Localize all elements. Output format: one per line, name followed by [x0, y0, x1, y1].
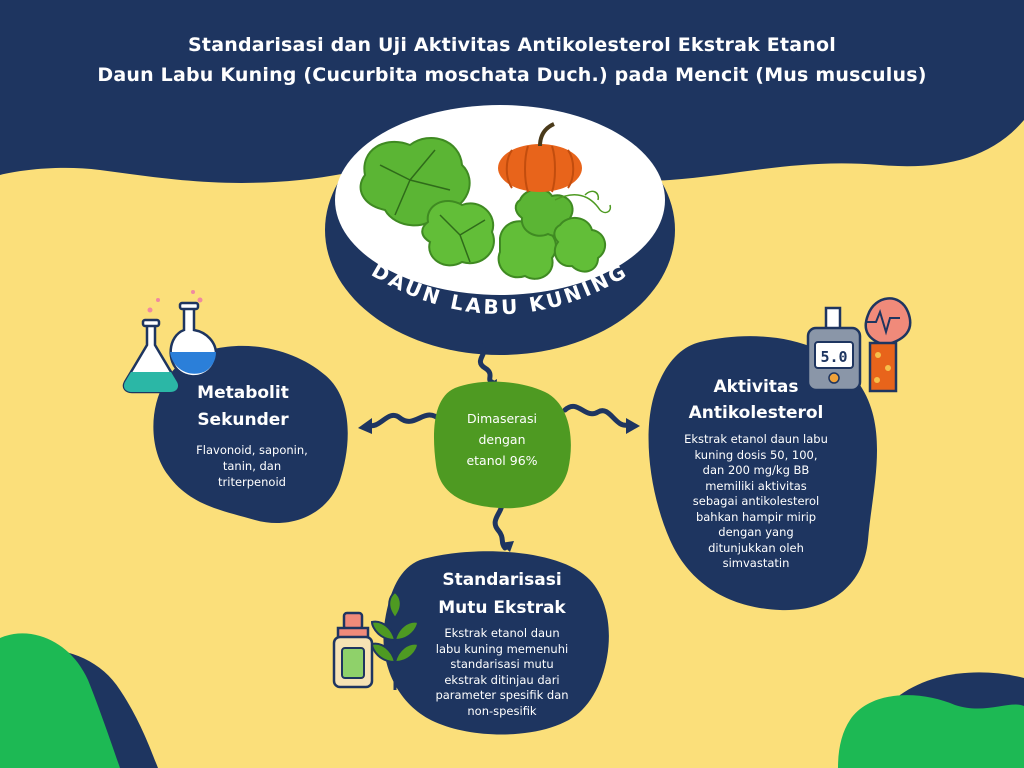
svg-text:5.0: 5.0 — [820, 348, 847, 366]
standarisasi-body-line: ekstrak ditinjau dari — [444, 672, 560, 687]
metabolit-title: Metabolit Sekunder — [168, 380, 318, 434]
metabolit-body: Flavonoid, saponin, tanin, dan triterpen… — [168, 442, 336, 490]
connector-process-to-metabolit — [365, 412, 443, 429]
aktivitas-title-line: Aktivitas — [713, 377, 799, 397]
metabolit-blob — [153, 345, 348, 524]
standarisasi-body-line: non-spesifik — [467, 703, 537, 718]
standarisasi-title: Standarisasi Mutu Ekstrak — [422, 566, 582, 622]
standarisasi-blob — [383, 551, 609, 735]
cholesterol-meter-icon: 5.0 — [806, 297, 912, 393]
flask-icon — [122, 290, 218, 394]
metabolit-body-line: tanin, dan — [222, 459, 282, 473]
connector-process-to-aktivitas — [562, 403, 631, 428]
aktivitas-title: Aktivitas Antikolesterol — [672, 374, 840, 426]
process-blob — [433, 381, 571, 509]
standarisasi-title-line: Standarisasi — [442, 570, 562, 590]
process-line: etanol 96% — [466, 453, 538, 468]
aktivitas-body-line: kuning dosis 50, 100, — [694, 447, 818, 462]
bottom-left-green-blob — [0, 633, 120, 768]
pumpkin-leaves-image — [359, 136, 612, 280]
title-line-1: Standarisasi dan Uji Aktivitas Antikoles… — [188, 34, 836, 56]
standarisasi-body-line: labu kuning memenuhi — [435, 641, 569, 656]
aktivitas-body-line: sebagai antikolesterol — [692, 494, 820, 508]
bottom-right-green-blob — [838, 695, 1024, 768]
connector-center-to-process — [477, 342, 495, 385]
aktivitas-body-line: dan 200 mg/kg BB — [702, 463, 810, 477]
aktivitas-body-line: ditunjukkan oleh — [708, 540, 804, 555]
aktivitas-title-line: Antikolesterol — [688, 403, 824, 423]
standarisasi-body-line: parameter spesifik dan — [435, 688, 569, 702]
metabolit-body-line: triterpenoid — [218, 475, 286, 489]
process-text: Dimaserasi dengan etanol 96% — [440, 408, 564, 471]
herbal-extract-bottle-icon — [332, 590, 420, 690]
aktivitas-body-line: memiliki aktivitas — [705, 478, 807, 493]
aktivitas-body: Ekstrak etanol daun labu kuning dosis 50… — [670, 432, 842, 572]
metabolit-body-line: Flavonoid, saponin, — [196, 443, 308, 457]
aktivitas-body-line: Ekstrak etanol daun labu — [684, 432, 828, 446]
title-line-2: Daun Labu Kuning (Cucurbita moschata Duc… — [97, 64, 927, 86]
aktivitas-body-line: simvastatin — [722, 556, 790, 570]
pumpkin-image — [498, 122, 582, 193]
standarisasi-body: Ekstrak etanol daun labu kuning memenuhi… — [418, 626, 586, 719]
standarisasi-body-line: standarisasi mutu — [450, 657, 554, 671]
top-banner-shape — [0, 0, 1024, 183]
aktivitas-body-line: dengan yang — [718, 525, 794, 539]
process-line: dengan — [478, 432, 526, 447]
metabolit-title-line: Metabolit — [197, 383, 289, 403]
standarisasi-body-line: Ekstrak etanol daun — [444, 626, 560, 640]
metabolit-title-line: Sekunder — [197, 410, 289, 430]
aktivitas-body-line: bahkan hampir mirip — [695, 509, 817, 524]
standarisasi-title-line: Mutu Ekstrak — [438, 598, 566, 618]
aktivitas-blob — [648, 336, 878, 611]
process-line: Dimaserasi — [467, 411, 537, 426]
